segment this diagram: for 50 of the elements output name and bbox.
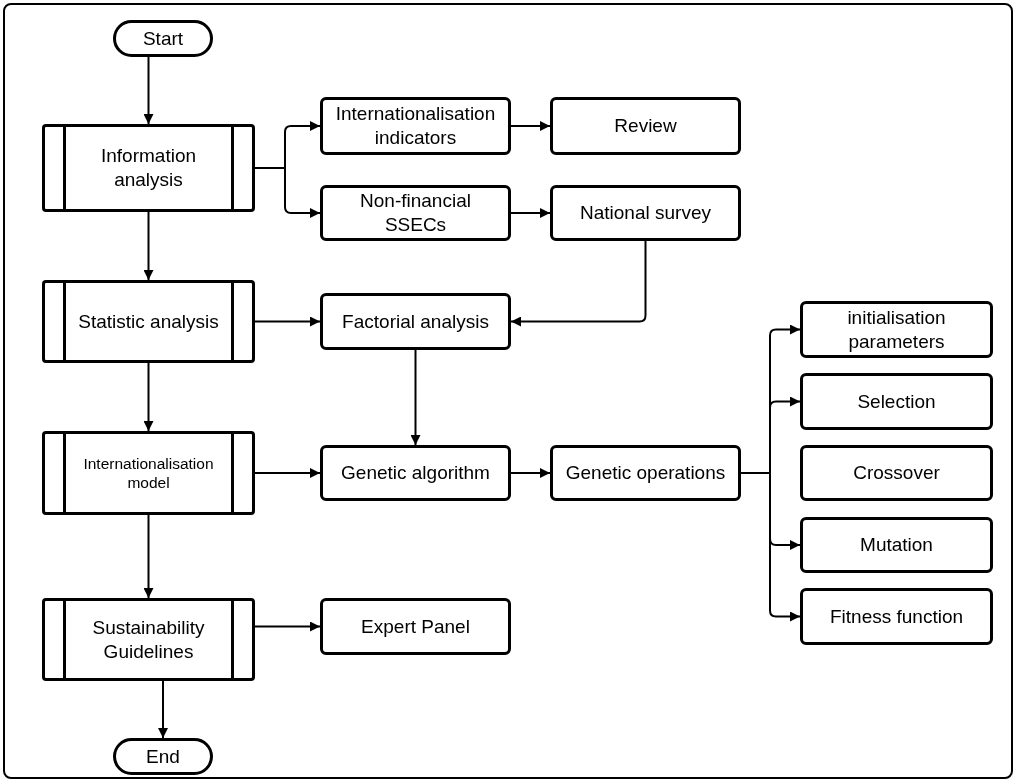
- process-box: [550, 445, 741, 501]
- subprocess-box: [42, 598, 255, 681]
- process-box: [550, 185, 741, 241]
- arrow: [158, 680, 168, 739]
- node-label: Review: [613, 114, 678, 138]
- arrow: [143, 56, 154, 125]
- process-box: [550, 97, 741, 155]
- arrow: [510, 208, 551, 218]
- process-box: [800, 301, 993, 358]
- process-box: [800, 373, 993, 430]
- process-box: [320, 185, 511, 241]
- node-label: Information analysis: [99, 144, 197, 192]
- process-box: [800, 517, 993, 573]
- node-label: Non-financial SSECs: [359, 189, 472, 237]
- process-box: [320, 97, 511, 155]
- arrow: [254, 468, 321, 478]
- node-label: initialisation parameters: [846, 305, 947, 354]
- node-label: Internationalisation model: [82, 453, 215, 493]
- arrow: [510, 240, 647, 327]
- subprocess-box: [42, 124, 255, 212]
- subprocess-box: [42, 431, 255, 515]
- node-label: Genetic algorithm: [340, 461, 491, 485]
- node-label: Expert Panel: [360, 614, 471, 639]
- node-label: Mutation: [859, 533, 934, 557]
- arrow: [143, 362, 154, 432]
- node-label: Fitness function: [828, 604, 965, 629]
- node-label: End: [145, 744, 181, 769]
- process-box: [320, 598, 511, 655]
- node-label: Crossover: [852, 461, 941, 485]
- arrow: [510, 121, 551, 131]
- node-label: Selection: [856, 389, 937, 414]
- process-box: [800, 588, 993, 645]
- arrow: [143, 514, 154, 599]
- subprocess-box: [42, 280, 255, 363]
- node-label: Internationalisation indicators: [334, 102, 497, 150]
- arrow: [143, 211, 154, 281]
- arrow: [254, 167, 321, 218]
- process-box: [320, 293, 511, 350]
- node-label: Start: [141, 26, 185, 51]
- arrow: [254, 621, 321, 632]
- process-box: [800, 445, 993, 501]
- process-box: [320, 445, 511, 501]
- node-label: Genetic operations: [564, 461, 727, 485]
- node-label: National survey: [579, 201, 712, 225]
- node-label: Statistic analysis: [77, 309, 220, 334]
- arrow: [254, 316, 321, 327]
- node-label: Factorial analysis: [341, 309, 490, 334]
- arrow: [410, 349, 421, 446]
- arrow: [510, 468, 551, 478]
- node-label: Sustainability Guidelines: [91, 615, 206, 664]
